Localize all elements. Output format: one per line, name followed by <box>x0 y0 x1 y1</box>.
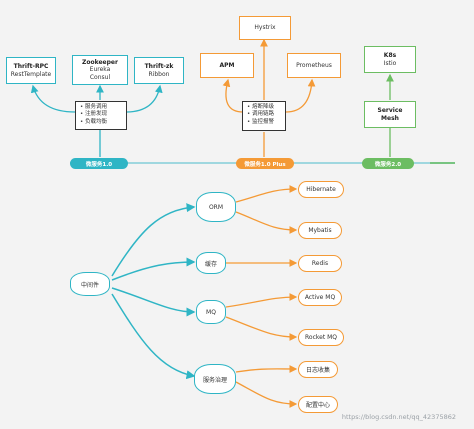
k8s-sub: Istio <box>383 59 397 67</box>
root-to-governance <box>111 293 196 380</box>
thrift-rpc-sub: RestTemplate <box>10 70 52 78</box>
watermark: https://blog.csdn.net/qq_42375862 <box>341 413 456 421</box>
thrift-rpc-title: Thrift-RPC <box>13 63 49 70</box>
root-to-cache <box>111 257 196 281</box>
leaf-log-label: 日志收集 <box>305 367 330 374</box>
branch-mq: MQ <box>196 300 226 324</box>
branch-governance-label: 服务治理 <box>202 376 227 384</box>
thrift-zk-sub: Ribbon <box>148 70 170 78</box>
root-to-mq <box>111 287 196 317</box>
service-mesh-line1: Service <box>377 107 403 114</box>
orm-to-mybatis <box>235 211 298 234</box>
v1-item-2: • 注册发现 <box>80 111 107 118</box>
v1-capability-list: • 服务调用 • 注册发现 • 负载均衡 <box>75 101 127 130</box>
plus-right-arrow <box>285 78 316 113</box>
service-mesh-box: Service Mesh <box>364 101 416 128</box>
hystrix-box: Hystrix <box>239 16 291 40</box>
leaf-mybatis: Mybatis <box>298 222 342 239</box>
branch-cache: 缓存 <box>196 252 226 274</box>
leaf-redis-label: Redis <box>311 260 329 267</box>
plus-capability-list: • 熔断降级 • 调用链路 • 监控报警 <box>242 101 286 131</box>
leaf-redis: Redis <box>298 255 342 272</box>
root-label: 中间件 <box>80 281 99 289</box>
thrift-zk-title: Thrift-zk <box>144 63 174 70</box>
thrift-rpc-box: Thrift-RPC RestTemplate <box>6 57 56 84</box>
v1-right-arrow <box>125 84 163 113</box>
plus-item-3: • 监控报警 <box>247 118 274 125</box>
timeline-v1-label: 微服务1.0 <box>85 161 113 168</box>
zookeeper-title: Zookeeper <box>82 58 118 66</box>
service-mesh-line2: Mesh <box>381 114 399 122</box>
leaf-log-collection: 日志收集 <box>298 361 338 378</box>
orm-to-hibernate <box>235 185 298 203</box>
v1-item-3: • 负载均衡 <box>80 118 107 125</box>
timeline-v1plus: 微服务1.0 Plus <box>236 158 294 169</box>
zookeeper-box: Zookeeper Eureka Consul <box>72 55 128 85</box>
timeline-v2-label: 微服务2.0 <box>374 161 402 168</box>
leaf-rocketmq: Rocket MQ <box>298 329 344 346</box>
mq-to-activemq <box>225 293 298 308</box>
thrift-zk-box: Thrift-zk Ribbon <box>134 57 184 84</box>
timeline-v1: 微服务1.0 <box>70 158 128 169</box>
root-to-orm <box>111 203 196 277</box>
mq-to-rocketmq <box>225 316 298 341</box>
leaf-hibernate: Hibernate <box>298 181 344 198</box>
zookeeper-sub1: Eureka <box>89 66 111 74</box>
k8s-box: K8s Istio <box>364 46 416 73</box>
leaf-rocketmq-label: Rocket MQ <box>305 334 337 341</box>
branch-governance: 服务治理 <box>194 364 236 394</box>
branch-cache-label: 缓存 <box>204 260 217 268</box>
gov-to-log <box>235 365 298 373</box>
prometheus-label: Prometheus <box>296 61 332 69</box>
v1-left-arrow <box>30 84 76 113</box>
leaf-config-center: 配置中心 <box>298 396 338 413</box>
branch-orm: ORM <box>196 192 236 222</box>
apm-box: APM <box>200 53 254 78</box>
k8s-title: K8s <box>383 52 397 59</box>
hystrix-label: Hystrix <box>254 24 276 32</box>
zookeeper-sub2: Consul <box>89 73 111 81</box>
leaf-mybatis-label: Mybatis <box>308 227 332 234</box>
leaf-hibernate-label: Hibernate <box>306 186 336 193</box>
leaf-activemq: Active MQ <box>298 289 342 306</box>
leaf-config-label: 配置中心 <box>305 402 330 409</box>
leaf-activemq-label: Active MQ <box>304 294 336 301</box>
v1-item-1: • 服务调用 <box>80 104 107 110</box>
gov-to-config <box>235 381 298 408</box>
branch-mq-label: MQ <box>206 308 216 316</box>
apm-label: APM <box>219 61 235 69</box>
middleware-root-node: 中间件 <box>70 272 110 296</box>
plus-left-arrow <box>222 78 244 113</box>
plus-item-1: • 熔断降级 <box>247 104 274 110</box>
timeline-v2: 微服务2.0 <box>362 158 414 169</box>
branch-orm-label: ORM <box>208 203 224 211</box>
prometheus-box: Prometheus <box>287 53 341 78</box>
plus-item-2: • 调用链路 <box>247 111 274 118</box>
timeline-v1plus-label: 微服务1.0 Plus <box>244 161 286 168</box>
